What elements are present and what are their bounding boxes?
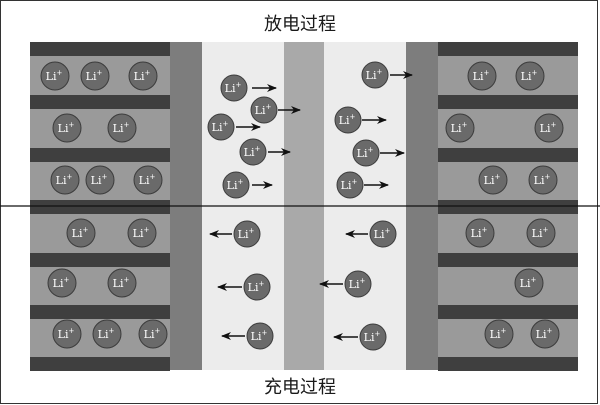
charge-ion-3: Li+ — [369, 220, 397, 248]
left-layer-stripe-3 — [30, 200, 170, 214]
svg-text:Li+: Li+ — [339, 113, 356, 127]
electrode-ion-13: Li+ — [92, 319, 122, 349]
svg-text:Li+: Li+ — [473, 69, 490, 83]
electrode-ion-14: Li+ — [138, 319, 168, 349]
charge-ion-0: Li+ — [233, 220, 261, 248]
svg-text:Li+: Li+ — [532, 226, 549, 240]
svg-text:Li+: Li+ — [534, 173, 551, 187]
svg-text:Li+: Li+ — [227, 178, 244, 192]
electrode-ion-11: Li+ — [107, 268, 137, 298]
electrode-ion-8: Li+ — [66, 218, 96, 248]
svg-text:Li+: Li+ — [521, 69, 538, 83]
discharge-ion-8: Li+ — [336, 171, 364, 199]
svg-text:Li+: Li+ — [357, 146, 374, 160]
electrode-ion-21: Li+ — [465, 218, 495, 248]
electrode-ion-2: Li+ — [128, 61, 158, 91]
svg-text:Li+: Li+ — [56, 173, 73, 187]
svg-text:Li+: Li+ — [349, 277, 366, 291]
electrode-ion-12: Li+ — [52, 319, 82, 349]
right-layer-stripe-4 — [438, 253, 578, 267]
svg-text:Li+: Li+ — [341, 178, 358, 192]
electrode-ion-15: Li+ — [467, 61, 497, 91]
discharge-ion-6: Li+ — [334, 106, 362, 134]
svg-text:Li+: Li+ — [520, 276, 537, 290]
svg-text:Li+: Li+ — [225, 81, 242, 95]
charge-ion-2: Li+ — [246, 322, 274, 350]
discharge-ion-4: Li+ — [222, 171, 250, 199]
svg-text:Li+: Li+ — [484, 173, 501, 187]
left-layer-stripe-5 — [30, 305, 170, 319]
svg-text:Li+: Li+ — [98, 327, 115, 341]
electrode-ion-16: Li+ — [515, 61, 545, 91]
right-layer-stripe-3 — [438, 200, 578, 214]
svg-text:Li+: Li+ — [244, 145, 261, 159]
charge-ion-5: Li+ — [359, 323, 387, 351]
left-layer-stripe-4 — [30, 253, 170, 267]
svg-text:Li+: Li+ — [139, 173, 156, 187]
electrode-ion-3: Li+ — [52, 113, 82, 143]
svg-text:Li+: Li+ — [133, 226, 150, 240]
electrode-ion-4: Li+ — [107, 113, 137, 143]
electrode-ion-23: Li+ — [514, 268, 544, 298]
left-layer-stripe-2 — [30, 148, 170, 162]
right-layer-stripe-2 — [438, 148, 578, 162]
charge-ion-4: Li+ — [344, 270, 372, 298]
electrode-ion-17: Li+ — [445, 113, 475, 143]
svg-text:Li+: Li+ — [536, 327, 553, 341]
right-layer-stripe-0 — [438, 42, 578, 56]
electrode-ion-25: Li+ — [530, 319, 560, 349]
electrode-ion-7: Li+ — [133, 165, 163, 195]
discharge-ion-5: Li+ — [361, 61, 389, 89]
electrode-ion-10: Li+ — [47, 268, 77, 298]
svg-text:Li+: Li+ — [58, 121, 75, 135]
svg-text:Li+: Li+ — [113, 121, 130, 135]
right-layer-stripe-5 — [438, 305, 578, 319]
left-layer-stripe-1 — [30, 95, 170, 109]
svg-text:Li+: Li+ — [113, 276, 130, 290]
charge-ion-1: Li+ — [243, 273, 271, 301]
electrode-ion-1: Li+ — [80, 61, 110, 91]
svg-text:Li+: Li+ — [451, 121, 468, 135]
svg-text:Li+: Li+ — [72, 226, 89, 240]
svg-text:Li+: Li+ — [540, 121, 557, 135]
electrode-ion-0: Li+ — [40, 61, 70, 91]
svg-text:Li+: Li+ — [471, 226, 488, 240]
electrode-ion-6: Li+ — [85, 165, 115, 195]
left-layer-stripe-0 — [30, 42, 170, 56]
discharge-ion-1: Li+ — [250, 96, 278, 124]
left-layer-stripe-6 — [30, 357, 170, 371]
electrode-ion-19: Li+ — [478, 165, 508, 195]
svg-text:Li+: Li+ — [251, 329, 268, 343]
svg-text:Li+: Li+ — [212, 120, 229, 134]
discharge-ion-0: Li+ — [220, 74, 248, 102]
svg-text:Li+: Li+ — [248, 280, 265, 294]
electrode-ion-24: Li+ — [484, 319, 514, 349]
electrode-ion-5: Li+ — [50, 165, 80, 195]
svg-text:Li+: Li+ — [364, 330, 381, 344]
charge-process-title: 充电过程 — [264, 377, 336, 398]
electrode-ion-9: Li+ — [127, 218, 157, 248]
svg-text:Li+: Li+ — [134, 69, 151, 83]
svg-text:Li+: Li+ — [58, 327, 75, 341]
svg-text:Li+: Li+ — [144, 327, 161, 341]
svg-text:Li+: Li+ — [238, 227, 255, 241]
svg-text:Li+: Li+ — [53, 276, 70, 290]
discharge-ion-2: Li+ — [207, 113, 235, 141]
discharge-ion-3: Li+ — [239, 138, 267, 166]
right-layer-stripe-6 — [438, 357, 578, 371]
svg-text:Li+: Li+ — [366, 68, 383, 82]
svg-text:Li+: Li+ — [46, 69, 63, 83]
discharge-process-title: 放电过程 — [264, 14, 336, 35]
svg-text:Li+: Li+ — [255, 103, 272, 117]
svg-text:Li+: Li+ — [86, 69, 103, 83]
electrode-ion-20: Li+ — [528, 165, 558, 195]
svg-text:Li+: Li+ — [490, 327, 507, 341]
svg-text:Li+: Li+ — [91, 173, 108, 187]
electrode-ion-18: Li+ — [534, 113, 564, 143]
svg-text:Li+: Li+ — [374, 227, 391, 241]
discharge-ion-7: Li+ — [352, 139, 380, 167]
electrode-ion-22: Li+ — [526, 218, 556, 248]
right-layer-stripe-1 — [438, 95, 578, 109]
